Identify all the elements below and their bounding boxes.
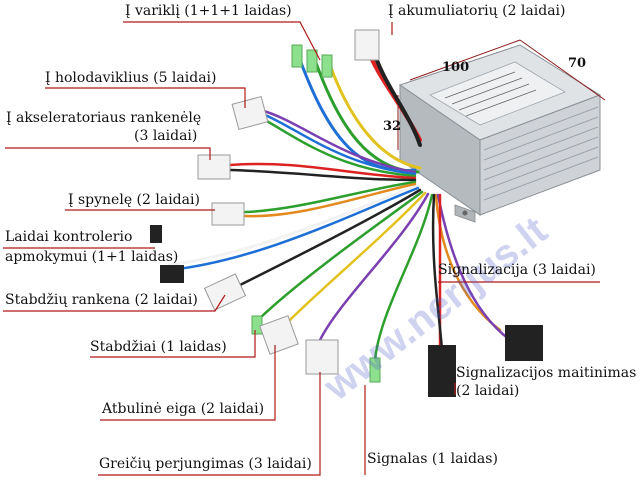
- label-hall-sensors: Į holodaviklius (5 laidai): [45, 70, 217, 86]
- label-power-line2: apmokymui (1+1 laidas): [5, 249, 179, 265]
- dimension-length: 100: [442, 60, 470, 75]
- label-battery: Į akumuliatorių (2 laidai): [388, 3, 566, 19]
- label-brake-lever: Stabdžių rankena (2 laidai): [5, 292, 198, 308]
- label-lock: Į spynelę (2 laidai): [68, 192, 200, 208]
- label-signaling: Signalizacija (3 laidai): [438, 262, 596, 278]
- label-signal: Signalas (1 laidas): [367, 451, 498, 467]
- controller-housing: [398, 44, 602, 223]
- dimension-height: 32: [383, 119, 402, 134]
- label-brakes: Stabdžiai (1 laidas): [90, 339, 227, 355]
- label-motor: Į variklį (1+1+1 laidas): [125, 3, 292, 19]
- label-leader-lines: [3, 21, 600, 476]
- wire-bundle: [168, 53, 512, 362]
- label-reverse: Atbulinė eiga (2 laidai): [102, 401, 265, 417]
- dimension-width: 70: [568, 56, 587, 71]
- label-signal-power-line2: (2 laidai): [456, 383, 520, 399]
- connectors: [150, 29, 543, 397]
- label-power-line1: Laidai kontrolerio: [5, 229, 133, 245]
- label-speed-switch: Greičių perjungimas (3 laidai): [99, 456, 312, 472]
- label-throttle-line1: Į akseleratoriaus rankenėlę: [6, 110, 202, 126]
- label-throttle-line2: (3 laidai): [134, 128, 198, 144]
- label-signal-power-line1: Signalizacijos maitinimas: [456, 365, 637, 381]
